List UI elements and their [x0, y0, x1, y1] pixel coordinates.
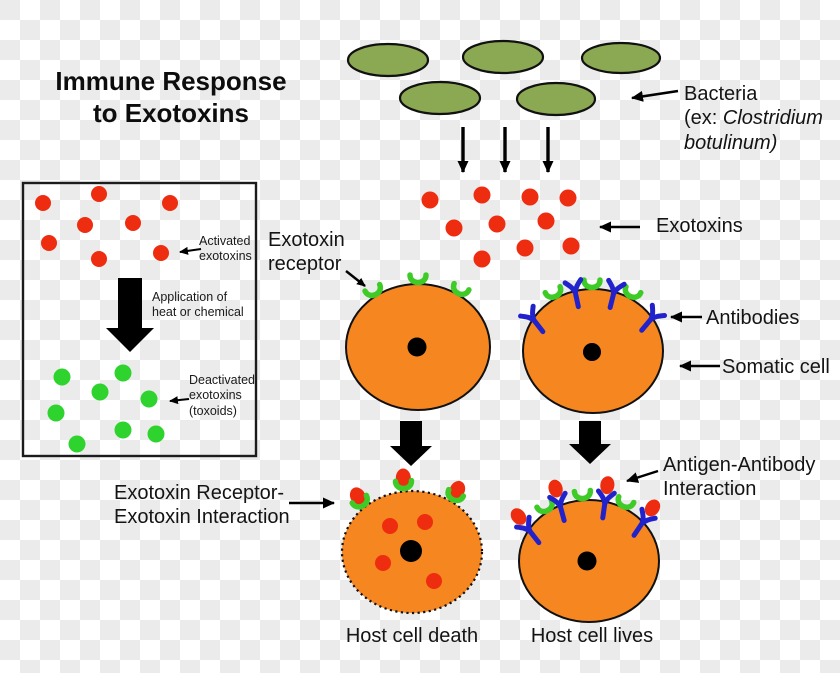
title-line2: to Exotoxins	[92, 97, 249, 128]
somatic-cell-receptors-only	[345, 275, 491, 411]
exotoxin-receptor-icon	[410, 275, 426, 283]
title-line1: Immune Response	[55, 66, 287, 96]
toxoid-dot	[68, 435, 86, 453]
somatic-cell-with-antibodies	[521, 280, 665, 414]
toxoid-inset-box	[21, 181, 258, 458]
toxoid-dot	[91, 383, 109, 401]
antigen-interaction-line1: Antigen-Antibody	[663, 454, 816, 476]
exotoxin-dot	[473, 250, 491, 268]
outcome-arrow-right	[569, 421, 611, 464]
exotoxin-dot	[562, 237, 580, 255]
toxoid-dot	[47, 404, 65, 422]
exotoxin-dot	[382, 518, 398, 534]
toxoid-dot	[114, 364, 132, 382]
exotoxin-dot	[521, 188, 539, 206]
nucleus	[583, 343, 601, 361]
host-cell-lives-label: Host cell lives	[530, 625, 654, 647]
dying-host-cell	[340, 468, 484, 615]
toxoid-dot	[53, 368, 71, 386]
receptor-exotoxin-complex-icon	[395, 468, 412, 489]
outcome-arrow-left	[390, 421, 432, 466]
nucleus	[577, 551, 597, 571]
exotoxin-dot	[516, 239, 534, 257]
exotoxin-receptor-icon	[584, 280, 600, 288]
exotoxin-dot	[417, 514, 433, 530]
receptor-pointer-arrow	[345, 270, 366, 287]
bacteria-label-name: Bacteria	[684, 83, 758, 105]
bacterium-ellipse	[346, 42, 430, 78]
deactivated-pointer-arrow	[169, 396, 190, 405]
exotoxins-label: Exotoxins	[656, 215, 743, 237]
exotoxin-receptor-label: Exotoxin receptor	[268, 229, 345, 276]
toxin-release-arrows	[457, 127, 554, 173]
activated-pointer-arrow	[179, 246, 202, 255]
toxoid-dot	[147, 425, 165, 443]
bacteria-label-example: (ex: Clostridium botulinum)	[684, 107, 823, 154]
receptor-interaction-label: Exotoxin Receptor- Exotoxin Interaction	[114, 481, 304, 530]
exotoxin-dot	[421, 191, 439, 209]
host-cell-death-label: Host cell death	[345, 625, 479, 647]
exotoxin-dot	[488, 215, 506, 233]
activated-exotoxin-dot	[91, 186, 107, 202]
activated-exotoxin-dot	[153, 245, 169, 261]
activated-exotoxin-dot	[162, 195, 178, 211]
nucleus	[407, 337, 427, 357]
toxoid-dot	[140, 390, 158, 408]
heat-application-label: Application of heat or chemical	[152, 290, 244, 320]
bacterium-ellipse	[398, 80, 482, 116]
exotoxin-dot	[559, 189, 577, 207]
page-title: Immune Response to Exotoxins	[36, 66, 306, 129]
toxoid-dot	[114, 421, 132, 439]
antigen-interaction-pointer-arrow	[626, 469, 659, 483]
exotoxin-dot	[375, 555, 391, 571]
antigen-interaction-line2: Interaction	[663, 478, 757, 501]
exotoxin-dot	[445, 219, 463, 237]
inset-border	[21, 181, 258, 458]
surviving-host-cell	[507, 475, 664, 623]
activated-exotoxin-dot	[91, 251, 107, 267]
exotoxin-cluster	[421, 186, 580, 268]
internalized-exotoxins	[375, 514, 442, 589]
receptor-exotoxin-complex-icon	[346, 484, 370, 509]
receptor-exotoxin-complex-icon	[446, 478, 469, 503]
deactivated-exotoxin-dots	[47, 364, 165, 453]
antigen-interaction-label: Antigen-Antibody Interaction	[663, 453, 828, 502]
bacteria-label: Bacteria (ex: Clostridium botulinum)	[684, 82, 834, 155]
deactivated-exotoxins-label: Deactivated exotoxins (toxoids)	[189, 373, 256, 418]
exotoxin-dot	[537, 212, 555, 230]
antibodies-label: Antibodies	[706, 307, 800, 329]
bacteria-group	[346, 39, 662, 117]
bacterium-ellipse	[461, 39, 545, 75]
bacteria-species-italic: Clostridium botulinum)	[684, 107, 823, 154]
activated-exotoxin-dot	[35, 195, 51, 211]
heat-application-arrow	[106, 278, 154, 352]
exotoxin-dot	[426, 573, 442, 589]
receptor-interaction-line1: Exotoxin Receptor-	[114, 482, 285, 504]
bacteria-pointer-arrow	[631, 89, 679, 102]
bacterium-ellipse	[580, 41, 662, 75]
exotoxin-dot	[473, 186, 491, 204]
activated-exotoxin-dot	[77, 217, 93, 233]
nucleus	[400, 540, 422, 562]
activated-exotoxins-label: Activated exotoxins	[199, 234, 252, 264]
receptor-interaction-line2: Exotoxin Interaction	[114, 506, 290, 529]
activated-exotoxin-dots	[35, 186, 178, 267]
exotoxin-receptor-icon	[574, 490, 590, 499]
activated-exotoxin-dot	[125, 215, 141, 231]
activated-exotoxin-dot	[41, 235, 57, 251]
bacterium-ellipse	[515, 81, 597, 117]
somatic-cell-label: Somatic cell	[722, 356, 830, 378]
